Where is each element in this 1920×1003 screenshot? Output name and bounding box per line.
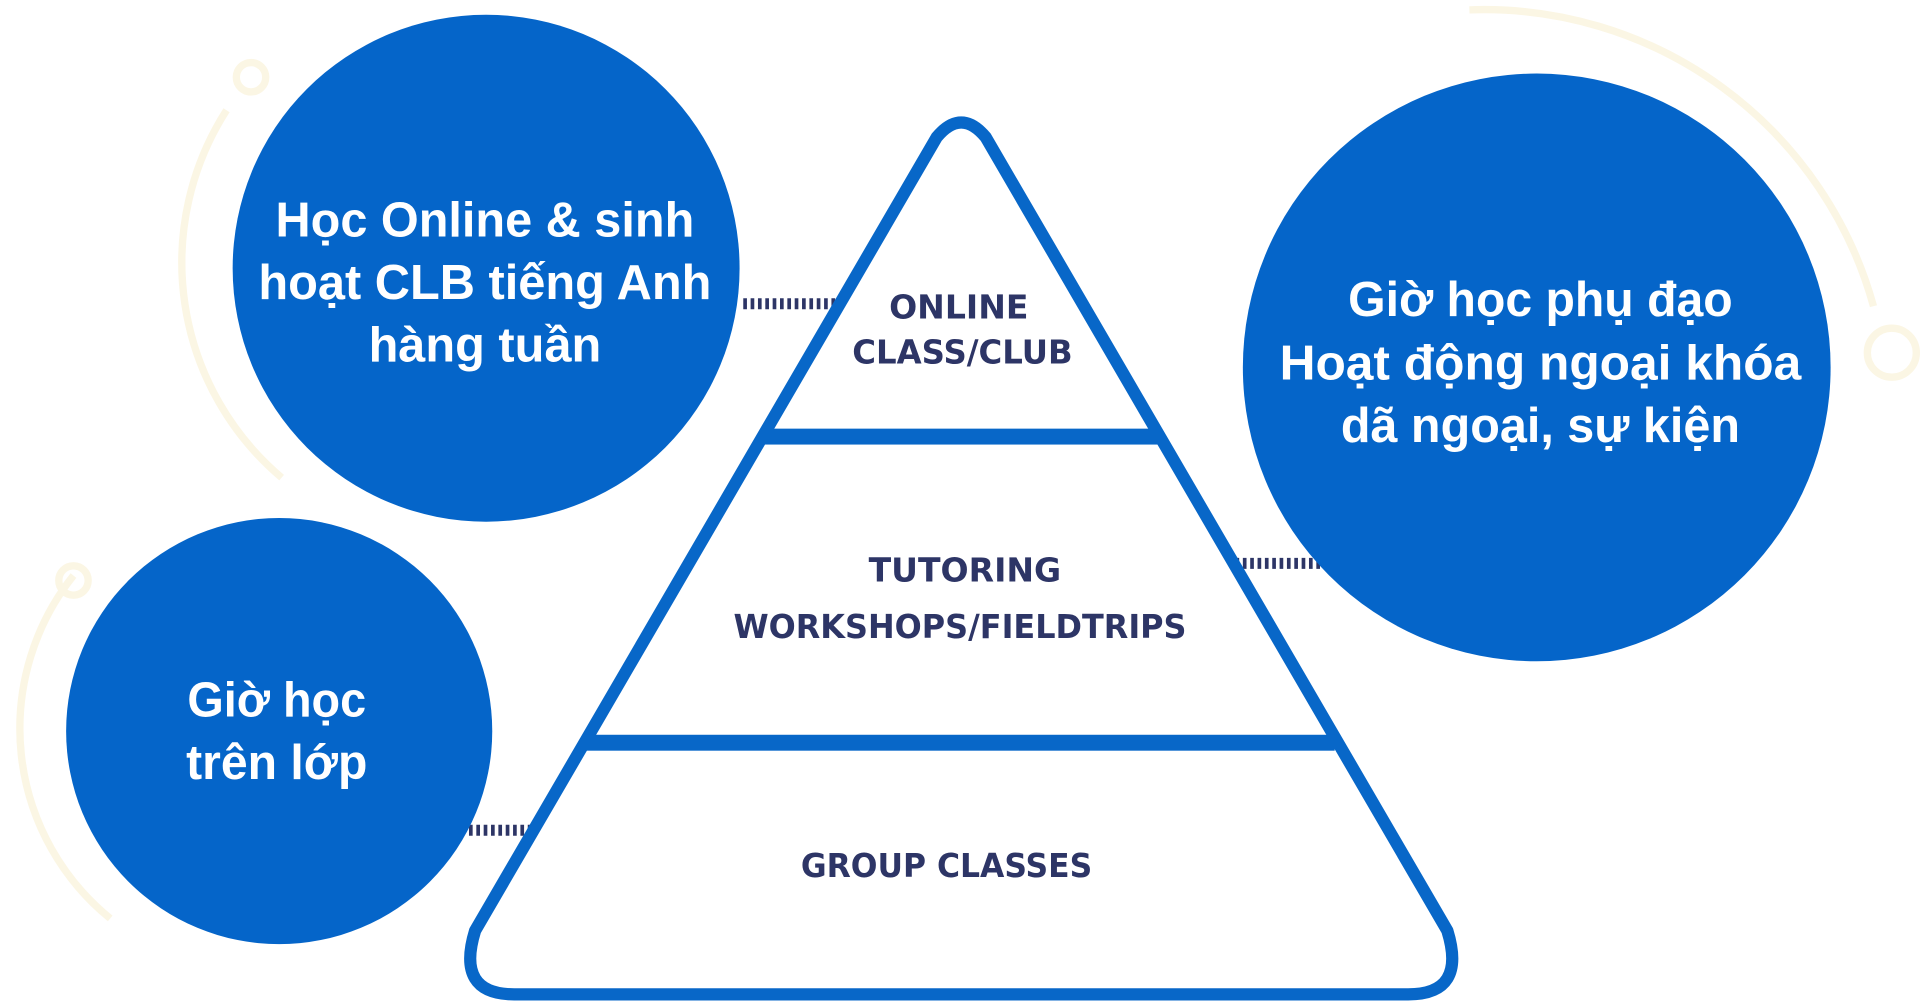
circle-shape <box>66 518 493 945</box>
tier-top-line-2: CLASS/CLUB <box>852 333 1072 372</box>
circle-tutoring: Giờ học phụ đạo Hoạt động ngoại khóa dã … <box>1242 73 1831 662</box>
circle-shape <box>232 14 740 522</box>
circle-text-line: Giờ học phụ đạo <box>1348 273 1732 327</box>
circle-text-line: Hoạt động ngoại khóa <box>1280 337 1802 391</box>
tier-bottom-line-1: GROUP CLASSES <box>801 846 1092 885</box>
tier-top-line-1: ONLINE <box>889 287 1028 326</box>
decorative-arc <box>178 108 285 481</box>
tier-divider <box>761 428 1160 445</box>
circle-text-line: Học Online & sinh <box>276 193 695 247</box>
tier-middle-line-2: WORKSHOPS/FIELDTRIPS <box>733 607 1186 646</box>
tier-divider <box>585 734 1335 751</box>
circle-classroom: Giờ học trên lớp <box>66 518 493 945</box>
circle-shape <box>1242 73 1831 662</box>
connectors <box>468 298 1323 836</box>
tier-middle-line-1: TUTORING <box>869 551 1062 590</box>
pyramid-outline <box>464 116 1459 1001</box>
decorative-dot <box>55 562 92 599</box>
pyramid: ONLINE CLASS/CLUB TUTORING WORKSHOPS/FIE… <box>464 116 1459 1001</box>
circle-text-line: dã ngoại, sự kiện <box>1341 399 1740 453</box>
circle-text-line: hoạt CLB tiếng Anh <box>258 256 711 310</box>
circle-text-line: Giờ học <box>187 673 366 727</box>
decorative-arc <box>1469 5 1878 308</box>
circle-online: Học Online & sinh hoạt CLB tiếng Anh hàn… <box>232 14 740 522</box>
decorative-dot <box>1863 324 1920 381</box>
decorative-arc <box>16 573 113 922</box>
circle-text-line: trên lớp <box>186 736 367 790</box>
decorative-dot <box>232 58 270 96</box>
decorative-arcs <box>16 5 1920 922</box>
circle-text-line: hàng tuần <box>369 318 602 372</box>
